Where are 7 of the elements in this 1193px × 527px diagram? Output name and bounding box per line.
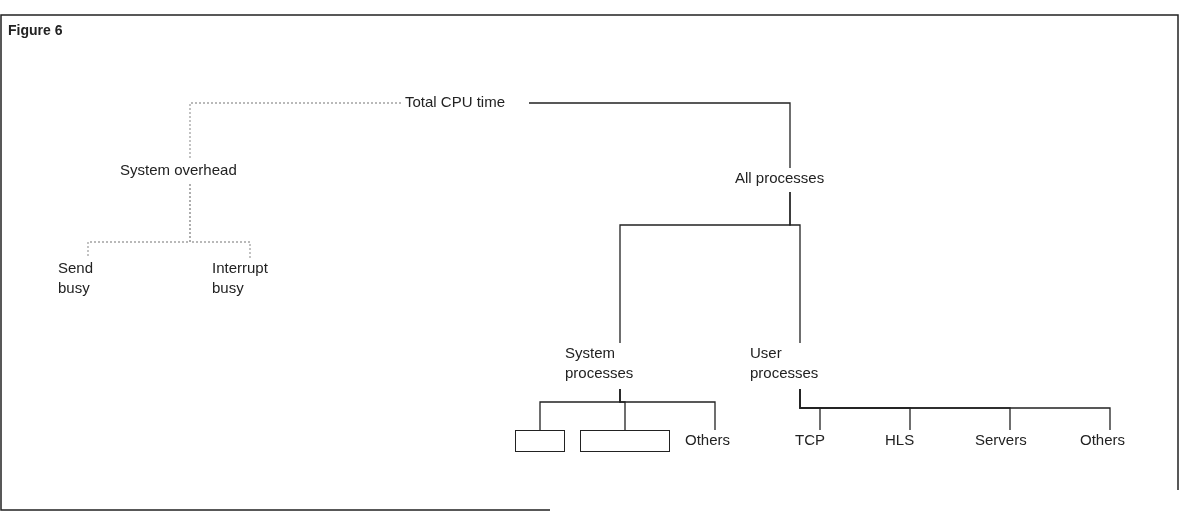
connector-line <box>789 191 801 344</box>
connector-line <box>189 102 402 161</box>
figure-title: Figure 6 <box>8 21 63 40</box>
connector-line <box>619 388 716 431</box>
connector-line <box>189 183 251 259</box>
connector-line <box>799 388 1111 431</box>
connector-line <box>528 102 791 169</box>
